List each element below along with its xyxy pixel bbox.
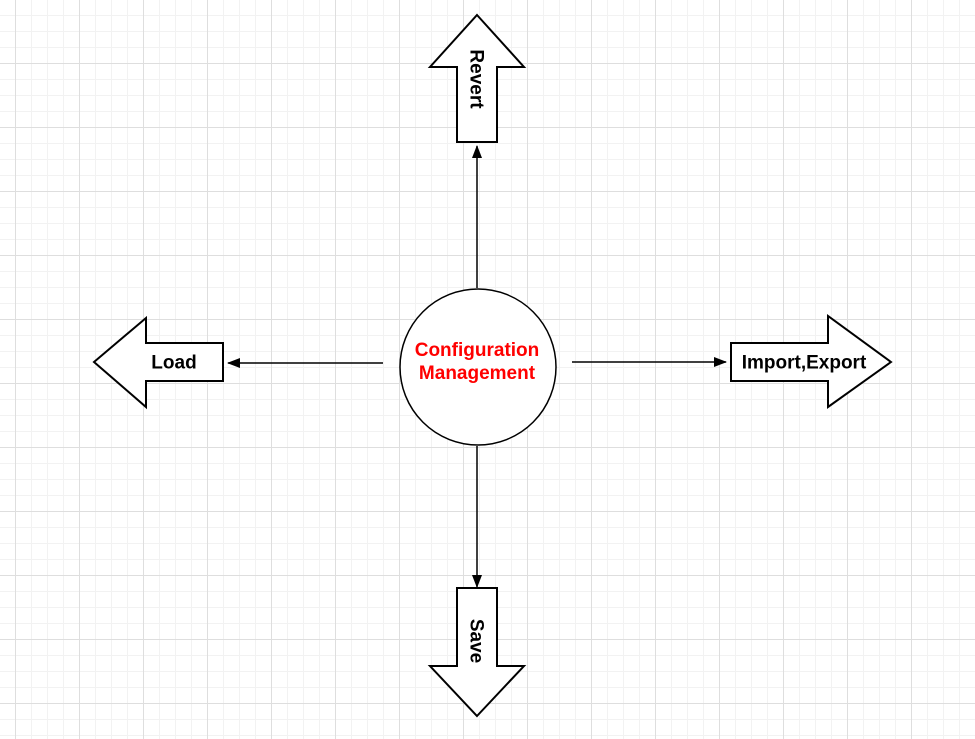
- center-node-label-line2: Management: [419, 363, 536, 384]
- center-node-circle[interactable]: [399, 288, 557, 446]
- center-node-label-line1: Configuration: [415, 340, 540, 361]
- block-arrow-up-label: Revert: [466, 49, 487, 109]
- block-arrow-right[interactable]: [730, 314, 893, 409]
- block-arrow-down-label: Save: [466, 619, 487, 663]
- block-arrow-up[interactable]: [427, 13, 527, 143]
- block-arrow-left[interactable]: [92, 315, 224, 410]
- block-arrow-right-label: Import,Export: [742, 352, 867, 373]
- block-arrow-down[interactable]: [427, 587, 527, 718]
- block-arrow-left-label: Load: [151, 352, 196, 373]
